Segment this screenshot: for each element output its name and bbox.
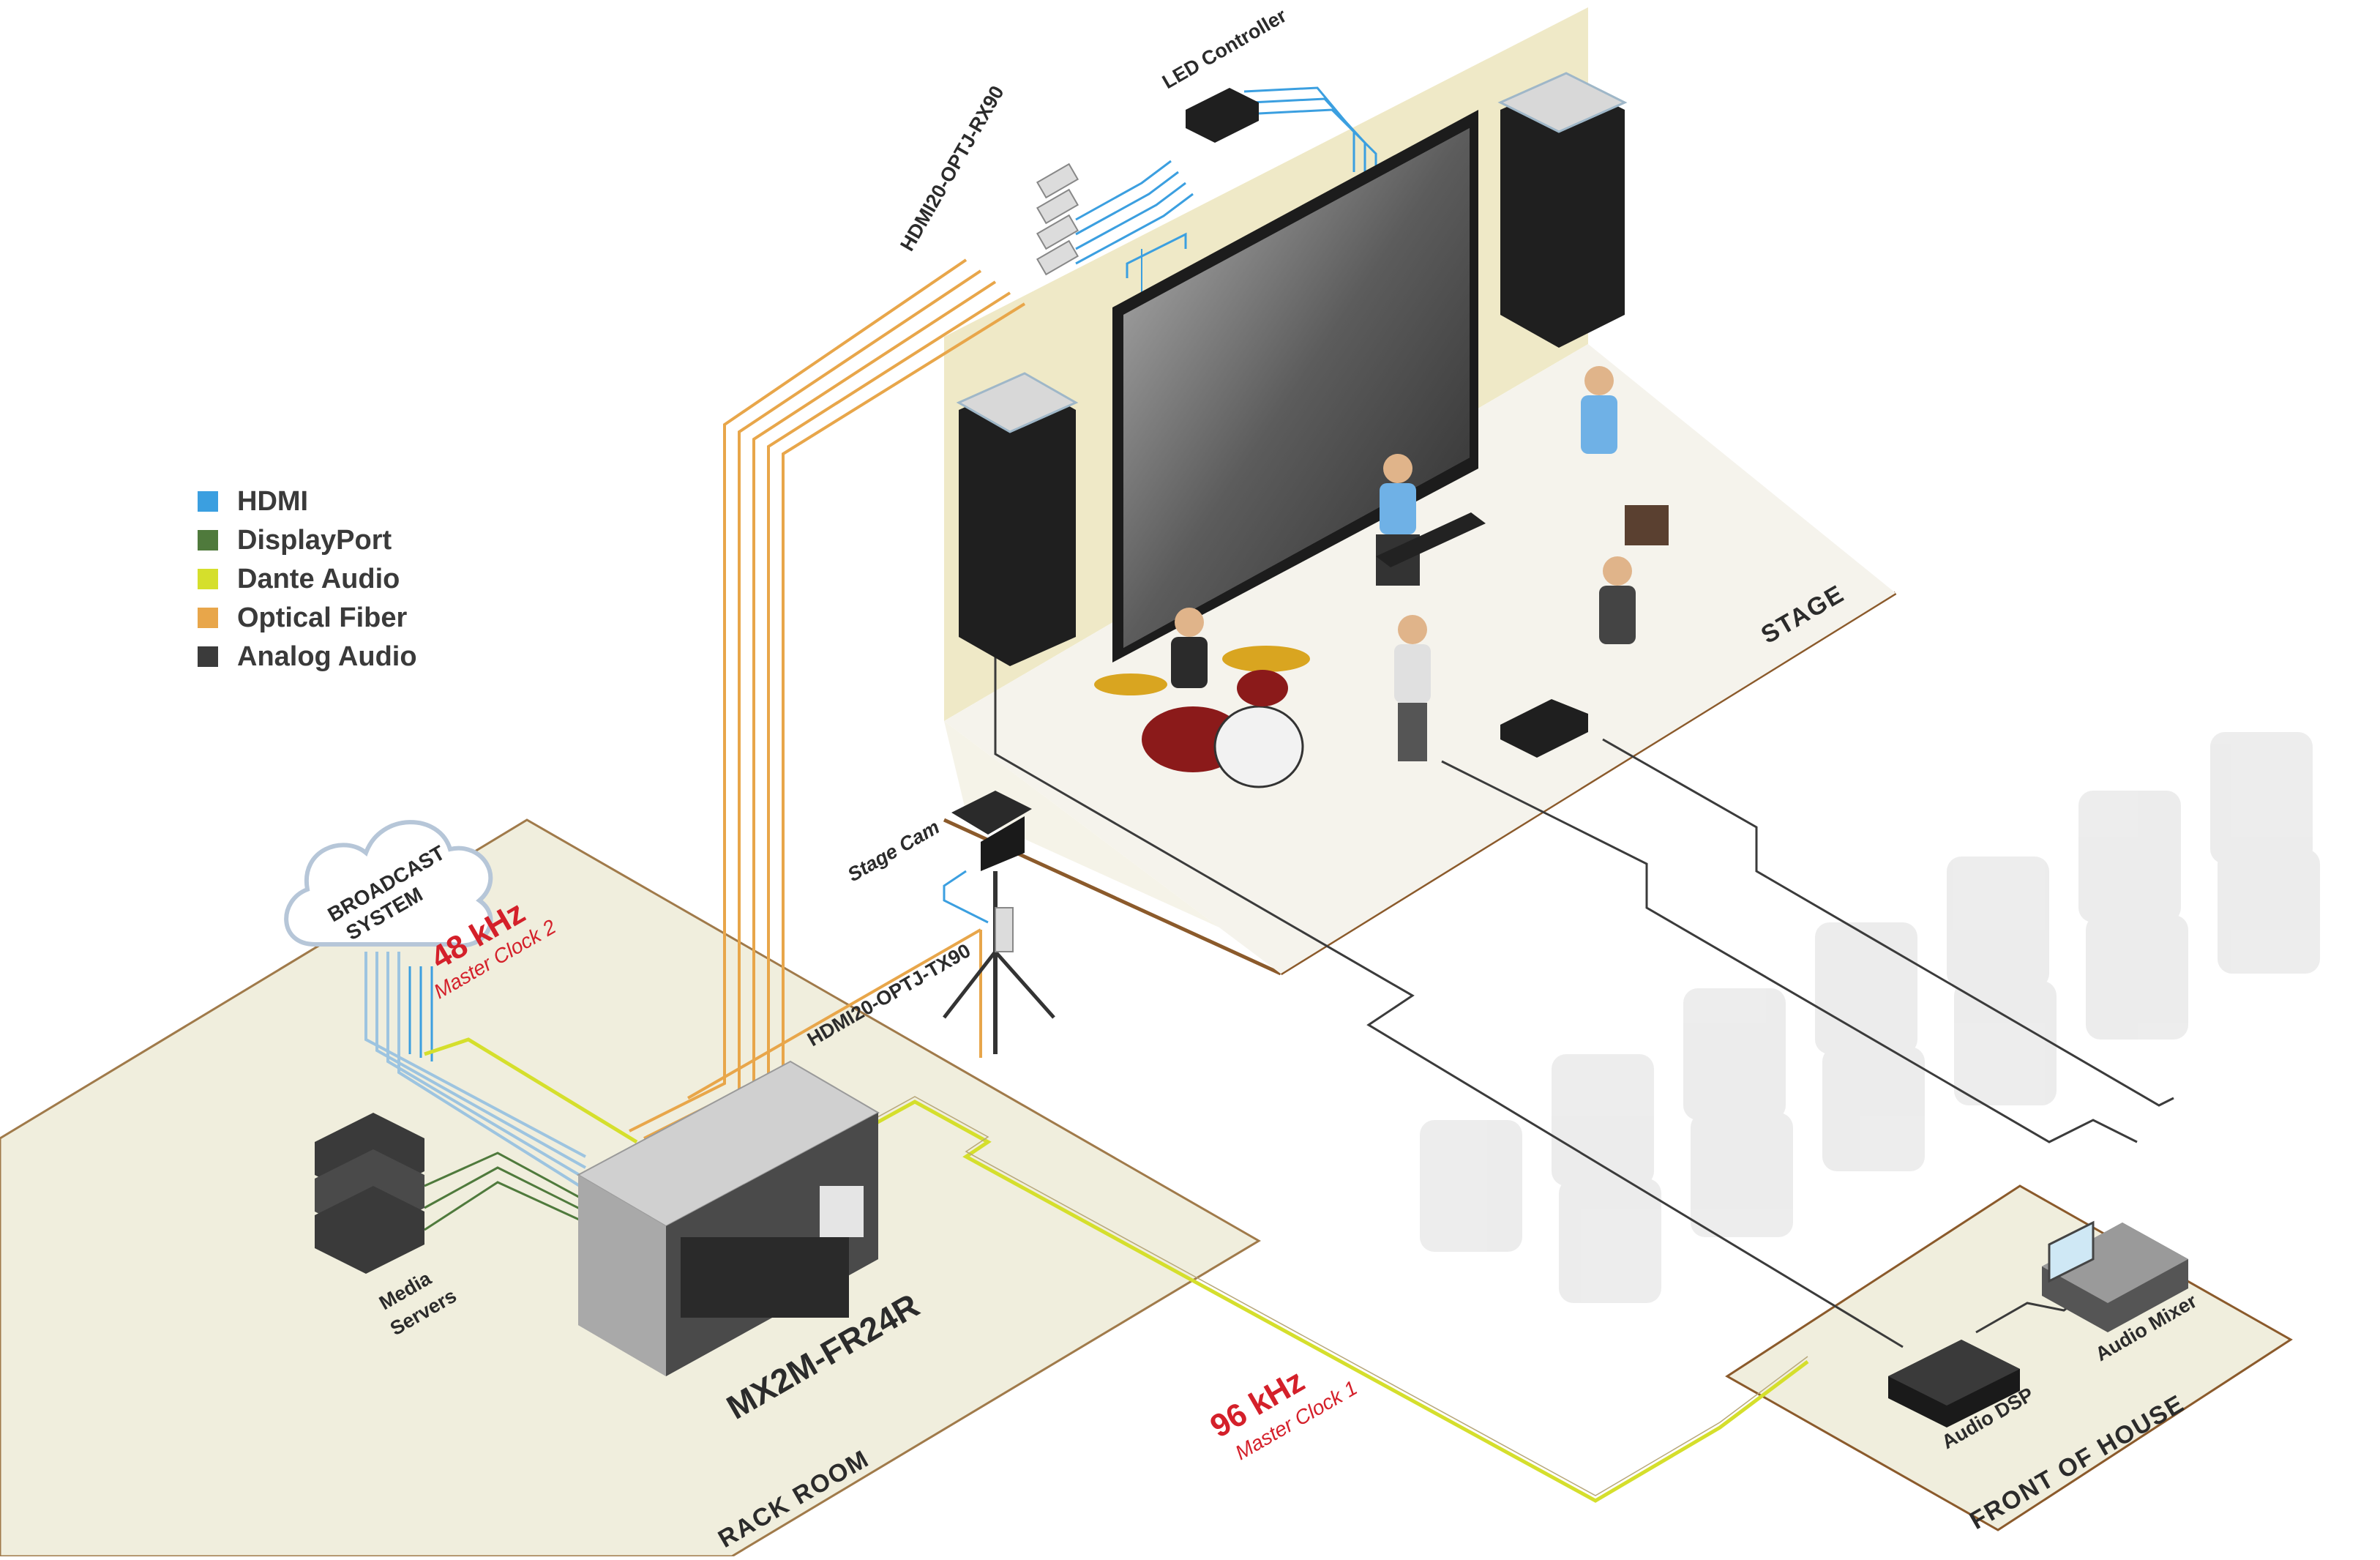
stage-monitor: [1500, 699, 1588, 758]
left-line-array-speaker: [956, 372, 1079, 666]
transmitter-unit: [995, 907, 1014, 952]
stage-camera: [943, 791, 1055, 1054]
broadcast-cloud: [284, 820, 493, 948]
receiver-units: [1036, 163, 1079, 276]
hdmi-cables: [408, 86, 1377, 1061]
legend-item-displayport: DisplayPort: [198, 524, 392, 556]
drum-kit: [1094, 646, 1310, 788]
legend-label: HDMI: [237, 485, 309, 517]
audio-mixer-device: [2042, 1220, 2188, 1332]
dante-audio-cables: [424, 1037, 1809, 1503]
legend-swatch-optical-fiber: [198, 608, 218, 628]
guitar-amp: [1625, 505, 1669, 545]
legend-item-hdmi: HDMI: [198, 485, 308, 518]
dante-audio-cables-outline: [841, 1096, 1808, 1496]
stage-cam-label: Stage Cam: [844, 816, 943, 886]
led-controller-label: LED Controller: [1159, 4, 1290, 93]
musicians: [1171, 366, 1636, 761]
legend-swatch-displayport: [198, 530, 218, 551]
legend-item-analog-audio: Analog Audio: [198, 641, 417, 673]
foh-zone: [1725, 1184, 2293, 1531]
legend-label: Dante Audio: [237, 563, 400, 594]
right-line-array-speaker: [1497, 72, 1628, 348]
hdmi-broadcast-cables: [364, 952, 587, 1191]
legend-swatch-analog-audio: [198, 646, 218, 667]
media-servers: [315, 1113, 424, 1274]
legend-item-dante-audio: Dante Audio: [198, 563, 400, 595]
audience-seats: [1420, 732, 2320, 1303]
displayport-cables: [424, 1152, 586, 1231]
led-screen: [1112, 110, 1478, 663]
legend-item-optical-fiber: Optical Fiber: [198, 602, 407, 634]
matrix-switcher: [576, 1060, 880, 1376]
receiver-label: HDMI20-OPTJ-RX90: [896, 82, 1008, 255]
legend-swatch-hdmi: [198, 491, 218, 512]
legend-swatch-dante-audio: [198, 569, 218, 589]
keyboard: [1376, 512, 1486, 567]
legend-label: DisplayPort: [237, 524, 392, 556]
legend-label: Analog Audio: [237, 641, 417, 672]
audio-dsp-device: [1888, 1340, 2020, 1427]
led-controller-box: [1186, 88, 1259, 143]
matrix-port-grid: [681, 1186, 864, 1318]
legend-label: Optical Fiber: [237, 602, 408, 633]
